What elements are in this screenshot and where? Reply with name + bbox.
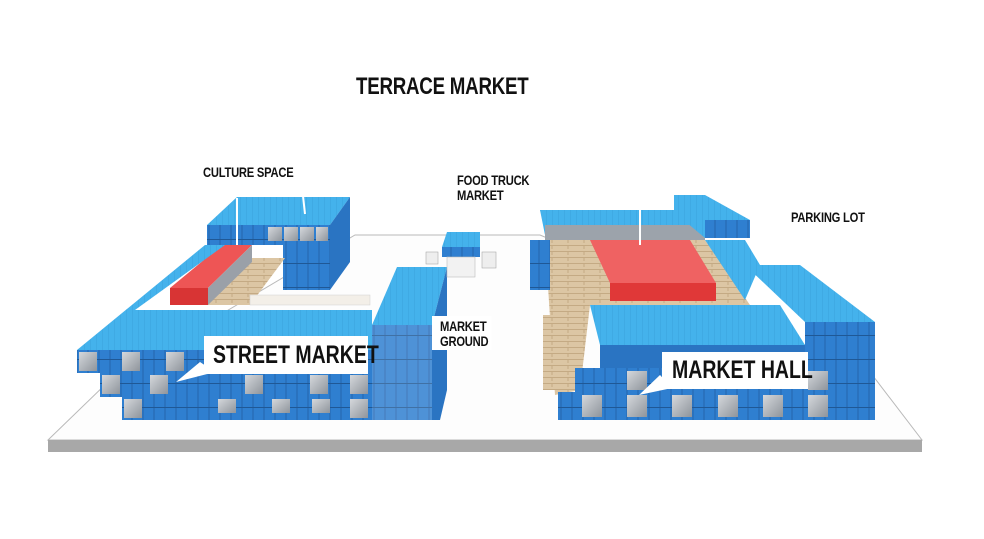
callout-street-market: STREET MARKET bbox=[204, 336, 379, 374]
label-culture-space: CULTURE SPACE bbox=[203, 164, 294, 180]
culture-space-pointer-2 bbox=[302, 195, 306, 215]
label-street-market: STREET MARKET bbox=[213, 341, 379, 369]
label-food-truck-market: FOOD TRUCK MARKET bbox=[457, 172, 530, 203]
page-title: TERRACE MARKET bbox=[356, 73, 529, 100]
callout-market-hall: MARKET HALL bbox=[662, 352, 813, 389]
label-market-hall: MARKET HALL bbox=[672, 356, 813, 384]
label-market-ground-line2: GROUND bbox=[440, 332, 489, 349]
label-food-truck-line1: FOOD TRUCK bbox=[457, 172, 530, 188]
label-market-ground-line1: MARKET bbox=[440, 318, 487, 334]
wood-deck-left bbox=[205, 258, 371, 306]
food-truck-area bbox=[425, 232, 497, 278]
label-parking-lot: PARKING LOT bbox=[791, 209, 865, 225]
red-container-culture bbox=[170, 245, 252, 305]
market-ground-building bbox=[372, 267, 447, 420]
label-food-truck-line2: MARKET bbox=[457, 186, 504, 203]
culture-space-building bbox=[207, 197, 350, 290]
label-market-ground: MARKET GROUND bbox=[432, 316, 492, 351]
